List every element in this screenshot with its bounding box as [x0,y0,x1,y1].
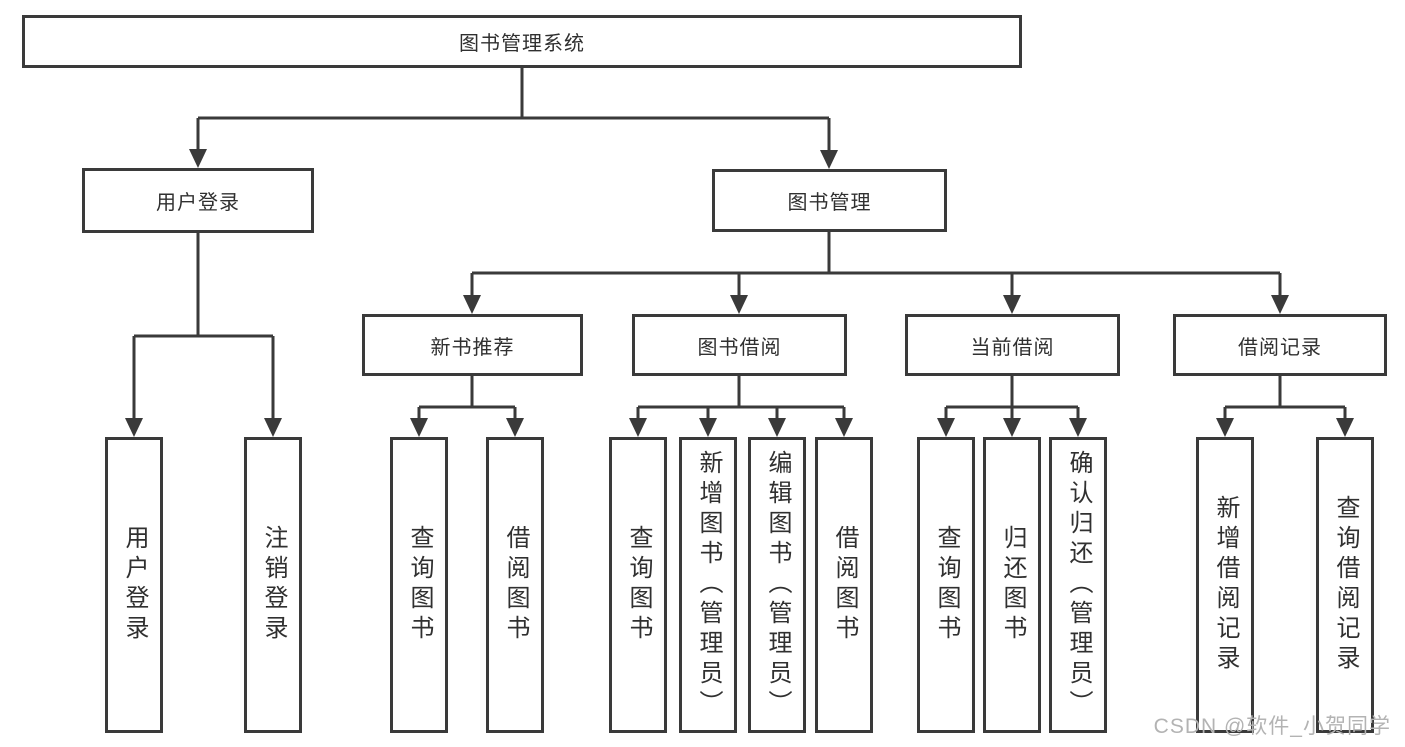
leaf-borrowing-borrow-books: 借阅图书 [815,437,873,733]
node-borrowing-records-label: 借阅记录 [1238,336,1322,359]
leaf-recommend-borrow-books-label: 借阅图书 [502,525,529,645]
node-book-borrowing-label: 图书借阅 [697,336,782,359]
node-user-login-label: 用户登录 [156,192,240,214]
csdn-watermark: CSDN @软件_小贺同学 [1153,715,1391,738]
leaf-borrowing-query-books: 查询图书 [609,437,667,733]
arrow-down-icon [410,418,428,437]
leaf-logout: 注销登录 [244,437,302,733]
leaf-records-query-record-label: 查询借阅记录 [1332,495,1359,675]
arrow-down-icon [125,418,143,437]
arrow-down-icon [1003,418,1021,437]
leaf-recommend-query-books-label: 查询图书 [406,525,433,645]
leaf-recommend-query-books: 查询图书 [390,437,448,733]
node-current-borrowing-label: 当前借阅 [970,336,1055,359]
arrow-down-icon [768,418,786,437]
node-user-login: 用户登录 [82,168,314,233]
arrow-down-icon [937,418,955,437]
leaf-current-query-books-label: 查询图书 [933,525,960,645]
leaf-borrowing-borrow-books-label: 借阅图书 [831,525,858,645]
arrow-down-icon [1003,295,1021,314]
arrow-down-icon [1271,295,1289,314]
leaf-recommend-borrow-books: 借阅图书 [486,437,544,733]
arrow-down-icon [506,418,524,437]
leaf-records-query-record: 查询借阅记录 [1316,437,1374,733]
node-root-system: 图书管理系统 [22,15,1022,68]
arrow-down-icon [820,150,838,169]
leaf-current-confirm-return-admin: 确认归还（管理员） [1049,437,1107,733]
node-root-system-label: 图书管理系统 [459,33,585,55]
leaf-login-label: 用户登录 [121,525,148,645]
node-borrowing-records: 借阅记录 [1173,314,1387,376]
arrow-down-icon [629,418,647,437]
arrow-down-icon [835,418,853,437]
arrow-down-icon [189,149,207,168]
leaf-logout-label: 注销登录 [260,525,287,645]
node-new-book-recommend: 新书推荐 [362,314,583,376]
leaf-borrowing-edit-books-admin-label: 编辑图书（管理员） [764,450,791,720]
arrow-down-icon [730,295,748,314]
node-book-borrowing: 图书借阅 [632,314,847,376]
arrow-down-icon [463,295,481,314]
node-new-book-recommend-label: 新书推荐 [430,336,515,359]
arrow-down-icon [1216,418,1234,437]
leaf-borrowing-edit-books-admin: 编辑图书（管理员） [748,437,806,733]
leaf-current-confirm-return-admin-label: 确认归还（管理员） [1065,450,1092,720]
arrow-down-icon [1069,418,1087,437]
node-book-management-label: 图书管理 [787,192,872,214]
leaf-current-return-books: 归还图书 [983,437,1041,733]
leaf-borrowing-query-books-label: 查询图书 [625,525,652,645]
arrow-down-icon [699,418,717,437]
arrow-down-icon [264,418,282,437]
leaf-current-return-books-label: 归还图书 [999,525,1026,645]
node-book-management: 图书管理 [712,169,947,232]
leaf-login: 用户登录 [105,437,163,733]
leaf-borrowing-add-books-admin-label: 新增图书（管理员） [695,450,722,720]
leaf-current-query-books: 查询图书 [917,437,975,733]
node-current-borrowing: 当前借阅 [905,314,1120,376]
leaf-records-add-record-label: 新增借阅记录 [1212,495,1239,675]
arrow-down-icon [1336,418,1354,437]
leaf-records-add-record: 新增借阅记录 [1196,437,1254,733]
leaf-borrowing-add-books-admin: 新增图书（管理员） [679,437,737,733]
